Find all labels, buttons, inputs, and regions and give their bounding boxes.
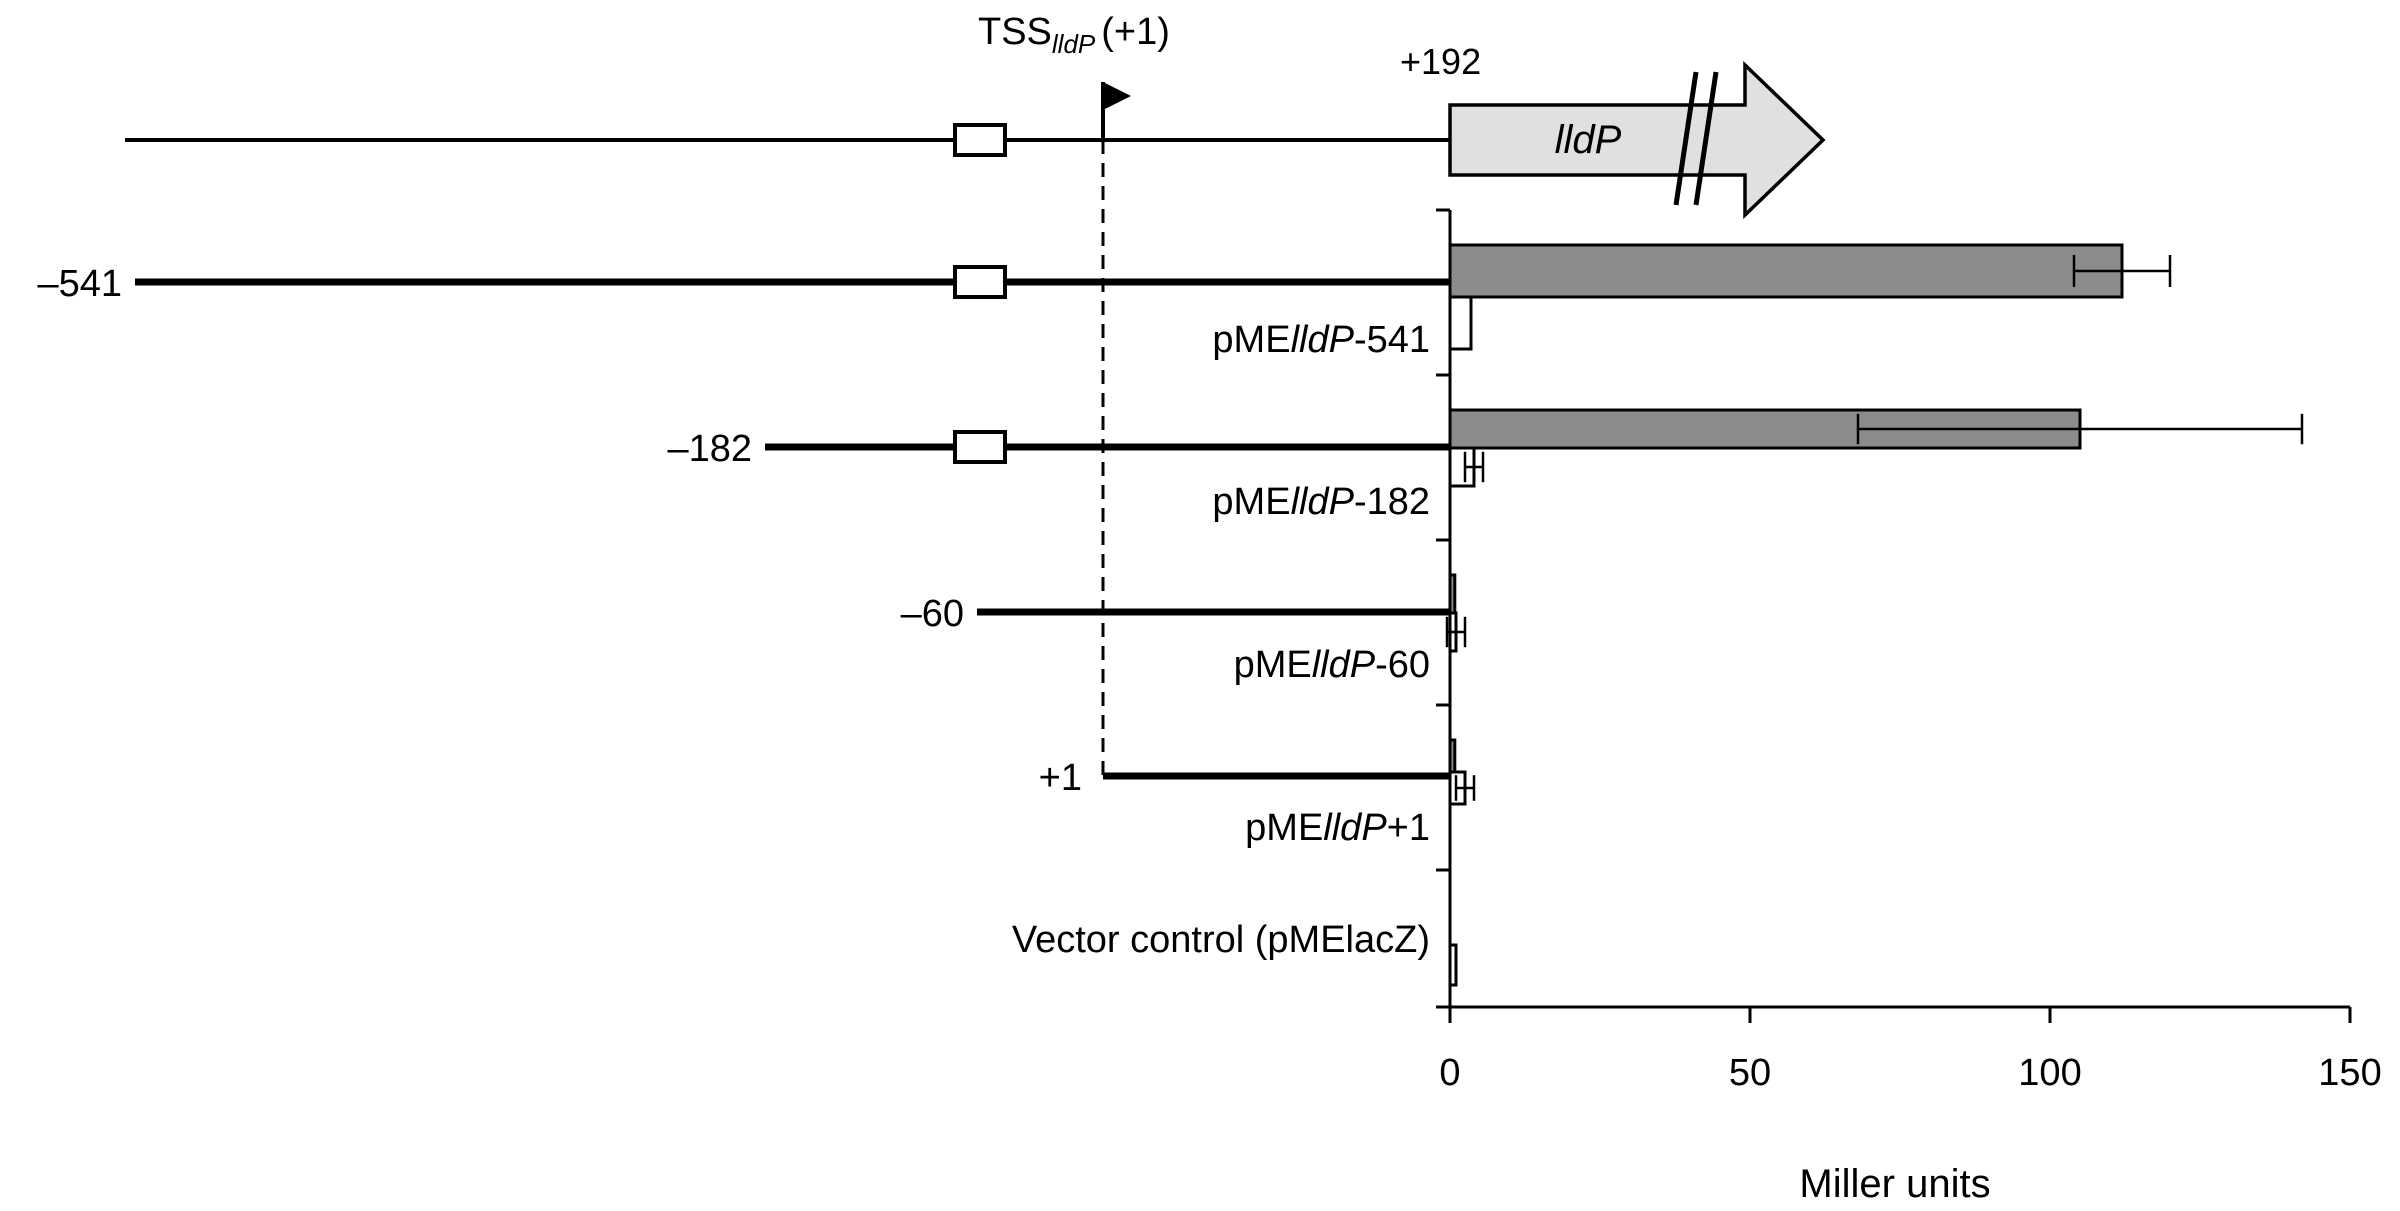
construct-name-label: pMElldP+1 <box>1245 807 1430 849</box>
construct-name-label: pMElldP-60 <box>1234 644 1430 686</box>
binding-site-box-541 <box>953 265 1007 299</box>
binding-site-box <box>953 123 1007 157</box>
construct-name-label: pMElldP-182 <box>1212 481 1430 523</box>
x-axis: 0 50 100 150 <box>1436 208 2382 1094</box>
x-tick-label: 150 <box>2318 1052 2381 1094</box>
construct-name-label: Vector control (pMElacZ) <box>1012 919 1430 961</box>
gene-break-mark-2 <box>1693 71 1719 206</box>
tss-flag-icon <box>1103 82 1131 110</box>
construct-name-label: pMElldP-541 <box>1212 319 1430 361</box>
construct-start-label: +1 <box>1039 757 1082 799</box>
bar-induced <box>1448 243 2124 299</box>
x-tick-label: 50 <box>1729 1052 1771 1094</box>
gene-label: lldP <box>1555 118 1622 162</box>
x-tick-label: 100 <box>2018 1052 2081 1094</box>
construct-start-label: –60 <box>901 593 964 635</box>
tss-label: TSSlldP(+1) <box>978 11 1170 59</box>
bar-layer <box>1445 243 2304 987</box>
construct-start-label: –182 <box>667 428 752 470</box>
gene-break-mark-1 <box>1673 71 1699 206</box>
x-tick-label: 0 <box>1439 1052 1460 1094</box>
construct-start-label: –541 <box>37 263 122 305</box>
x-axis-title: Miller units <box>1799 1162 1990 1206</box>
lldp-gene-arrow <box>1448 60 1826 220</box>
binding-site-box-182 <box>953 430 1007 464</box>
position-192-label: +192 <box>1400 41 1481 82</box>
bar-uninduced <box>1448 295 1473 351</box>
